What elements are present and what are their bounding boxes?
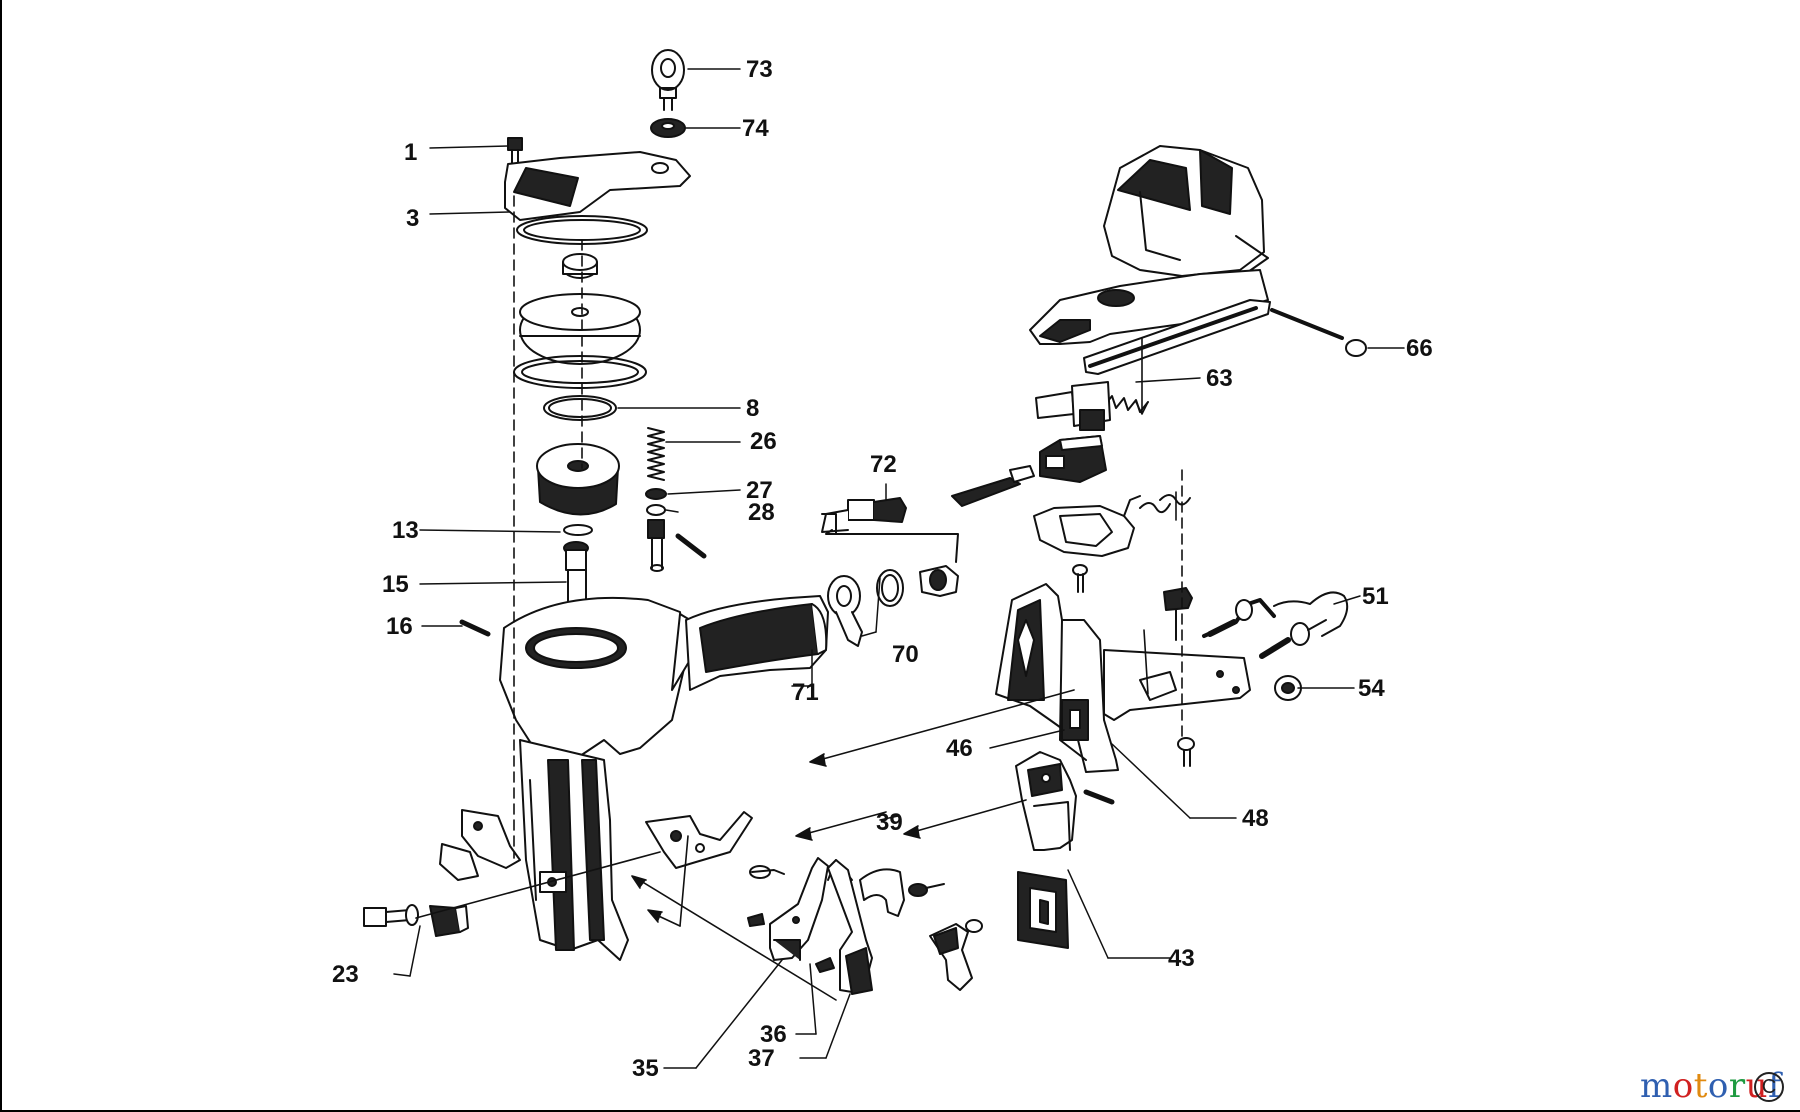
air-fitting-part <box>821 497 959 563</box>
piston-part <box>513 293 647 389</box>
callout-37: 37 <box>748 1045 775 1072</box>
side-screw-part <box>363 904 469 937</box>
fitting-plug-part <box>919 565 959 597</box>
logo-letter: r <box>1728 1066 1746 1106</box>
callout-15: 15 <box>382 571 409 598</box>
callout-35: 35 <box>632 1055 659 1082</box>
callout-26: 26 <box>750 428 777 455</box>
assembly-arrows <box>415 337 1177 1001</box>
leader-lines <box>393 68 1405 1069</box>
slide-rod-part <box>1270 308 1367 357</box>
linkage-right-part <box>815 859 873 995</box>
guide-plate-part <box>1033 494 1191 557</box>
callout-74: 74 <box>742 115 769 142</box>
magazine-slide-part <box>1029 269 1271 375</box>
frame-rail-part <box>1103 649 1251 721</box>
callout-71: 71 <box>792 679 819 706</box>
callout-51: 51 <box>1362 583 1389 610</box>
eye-bolt-part <box>651 49 685 111</box>
callout-27: 27 <box>746 477 773 504</box>
pusher-part <box>1035 381 1111 431</box>
callout-16: 16 <box>386 613 413 640</box>
callout-72: 72 <box>870 451 897 478</box>
callout-28: 28 <box>748 499 775 526</box>
logo-letter: t <box>1693 1066 1708 1106</box>
hook-part <box>859 868 945 917</box>
valve-stem-part <box>645 488 667 572</box>
latch-block-part <box>1015 751 1115 851</box>
callout-13: 13 <box>392 517 419 544</box>
trigger-lever-part <box>645 811 753 869</box>
callout-54: 54 <box>1358 675 1385 702</box>
fitting-bracket-part <box>827 575 863 647</box>
callout-70: 70 <box>892 641 919 668</box>
roll-pin-part <box>459 533 707 637</box>
callout-46: 46 <box>946 735 973 762</box>
o-ring-part <box>543 395 617 421</box>
fitting-washer-part <box>876 569 904 607</box>
nut-part <box>650 118 686 138</box>
trigger-part <box>929 919 983 991</box>
callout-3: 3 <box>406 205 419 232</box>
knurled-nut-part <box>1274 675 1302 701</box>
adjusting-screw-part <box>1202 591 1349 659</box>
callout-63: 63 <box>1206 365 1233 392</box>
callout-36: 36 <box>760 1021 787 1048</box>
latch-plate-part <box>1017 871 1069 949</box>
logo-letter: o <box>1672 1066 1694 1106</box>
callout-39: 39 <box>876 809 903 836</box>
small-bracket-part <box>439 809 521 881</box>
callout-66: 66 <box>1406 335 1433 362</box>
linkage-left-part <box>747 857 853 961</box>
callout-48: 48 <box>1242 805 1269 832</box>
callout-1: 1 <box>404 139 417 166</box>
callout-numbers: 73 74 1 3 8 26 27 28 13 15 16 23 35 36 3… <box>332 56 1433 1082</box>
feeder-block-part <box>1039 435 1107 483</box>
lock-nut-part <box>562 253 598 279</box>
callout-8: 8 <box>746 395 759 422</box>
exhaust-insert-part <box>951 465 1035 507</box>
valve-spring-part <box>647 427 665 481</box>
callout-43: 43 <box>1168 945 1195 972</box>
tool-body-part <box>499 595 829 961</box>
logo-letter: o <box>1707 1066 1729 1106</box>
magazine-cover-part <box>1103 145 1269 277</box>
cylinder-cap-part <box>504 151 691 221</box>
copyright-icon: C <box>1754 1072 1784 1102</box>
nose-frame-part <box>995 583 1119 773</box>
callout-73: 73 <box>746 56 773 83</box>
guide-screw-part <box>1072 564 1088 593</box>
callout-23: 23 <box>332 961 359 988</box>
bumper-part <box>536 443 620 536</box>
assembly-guide-lines <box>513 195 1183 859</box>
logo-letter: m <box>1640 1066 1673 1106</box>
